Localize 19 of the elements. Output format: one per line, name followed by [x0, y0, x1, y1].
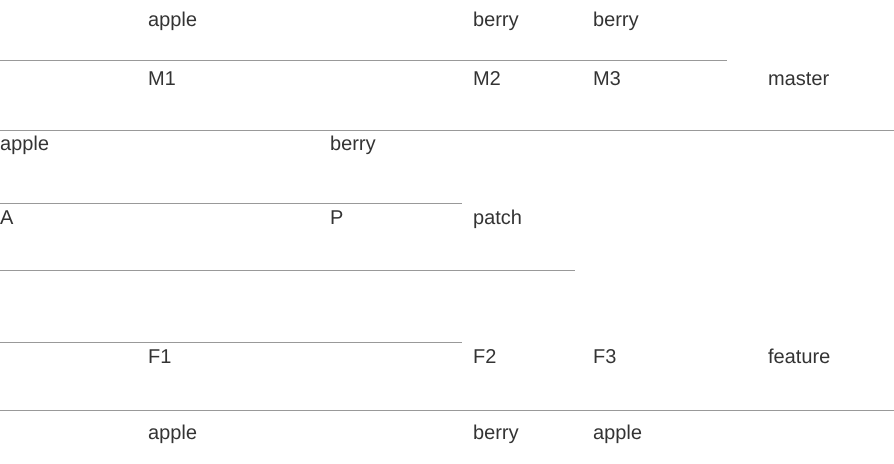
table-text: berry — [473, 8, 519, 32]
table-text: M1 — [148, 67, 176, 91]
table-text: apple — [0, 132, 49, 156]
table-text: berry — [593, 8, 639, 32]
table-text: A — [0, 206, 14, 230]
table-text: F2 — [473, 345, 496, 369]
table-text: F3 — [593, 345, 616, 369]
table-text: M3 — [593, 67, 621, 91]
table-text: apple — [148, 8, 197, 32]
table-text: P — [330, 206, 344, 230]
table-text: berry — [473, 421, 519, 445]
table-text: F1 — [148, 345, 172, 369]
table-text: feature — [768, 345, 830, 369]
table-text: apple — [148, 421, 197, 445]
table-text: patch — [473, 206, 522, 230]
table-text: berry — [330, 132, 376, 156]
table-text: M2 — [473, 67, 501, 91]
table-text: master — [768, 67, 830, 91]
table-text: apple — [593, 421, 642, 445]
